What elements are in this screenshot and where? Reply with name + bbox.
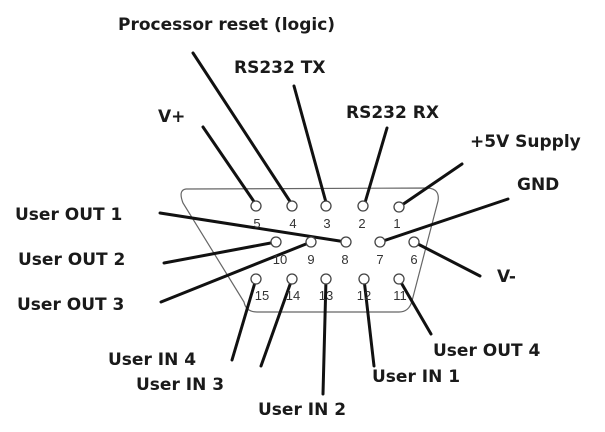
pin-number-10: 10 bbox=[273, 252, 287, 267]
signal-label-pin-12: User IN 1 bbox=[372, 367, 460, 387]
signal-label-pin-11: User OUT 4 bbox=[433, 341, 541, 361]
pin-grid: 5 4 3 2 1 10 9 8 7 6 15 14 13 12 11 bbox=[251, 201, 419, 303]
pin-3 bbox=[321, 201, 331, 211]
signal-label-pin-9: User OUT 3 bbox=[17, 295, 124, 315]
pin-number-14: 14 bbox=[286, 288, 300, 303]
signal-label-pin-6: V- bbox=[497, 267, 516, 287]
pin-7 bbox=[375, 237, 385, 247]
pin-13 bbox=[321, 274, 331, 284]
signal-label-pin-13: User IN 2 bbox=[258, 400, 346, 420]
leader-line-pin-6 bbox=[414, 242, 480, 276]
pin-number-7: 7 bbox=[376, 252, 383, 267]
signal-labels: V+ Processor reset (logic) RS232 TX RS232 R… bbox=[15, 15, 581, 420]
signal-label-pin-2: RS232 RX bbox=[346, 103, 439, 123]
pin-12 bbox=[359, 274, 369, 284]
pin-number-1: 1 bbox=[393, 216, 400, 231]
pin-number-8: 8 bbox=[341, 252, 348, 267]
pin-number-12: 12 bbox=[357, 288, 371, 303]
signal-label-pin-3: RS232 TX bbox=[234, 58, 325, 78]
pin-4 bbox=[287, 201, 297, 211]
leader-line-pin-2 bbox=[364, 128, 387, 206]
signal-label-pin-4: Processor reset (logic) bbox=[118, 15, 335, 35]
signal-label-pin-7: GND bbox=[517, 175, 559, 195]
signal-label-pin-10: User OUT 2 bbox=[18, 250, 125, 270]
pin-number-9: 9 bbox=[307, 252, 314, 267]
signal-label-pin-1: +5V Supply bbox=[470, 132, 581, 152]
pin-number-6: 6 bbox=[410, 252, 417, 267]
signal-label-pin-8: User OUT 1 bbox=[15, 205, 122, 225]
signal-label-pin-15: User IN 4 bbox=[108, 350, 196, 370]
signal-label-pin-5: V+ bbox=[158, 107, 185, 127]
pin-8 bbox=[341, 237, 351, 247]
pin-9 bbox=[306, 237, 316, 247]
leader-line-pin-10 bbox=[164, 242, 276, 263]
pin-number-15: 15 bbox=[255, 288, 269, 303]
pin-11 bbox=[394, 274, 404, 284]
pin-number-3: 3 bbox=[323, 216, 330, 231]
leader-line-pin-15 bbox=[232, 279, 256, 360]
pin-number-2: 2 bbox=[358, 216, 365, 231]
pin-6 bbox=[409, 237, 419, 247]
signal-label-pin-14: User IN 3 bbox=[136, 375, 224, 395]
pin-number-11: 11 bbox=[393, 288, 407, 303]
pin-2 bbox=[358, 201, 368, 211]
pin-15 bbox=[251, 274, 261, 284]
pin-14 bbox=[287, 274, 297, 284]
pin-number-5: 5 bbox=[253, 216, 260, 231]
pin-number-13: 13 bbox=[319, 288, 333, 303]
pin-number-4: 4 bbox=[289, 216, 296, 231]
pin-10 bbox=[271, 237, 281, 247]
leader-line-pin-1 bbox=[399, 164, 462, 207]
pin-5 bbox=[251, 201, 261, 211]
pin-1 bbox=[394, 202, 404, 212]
